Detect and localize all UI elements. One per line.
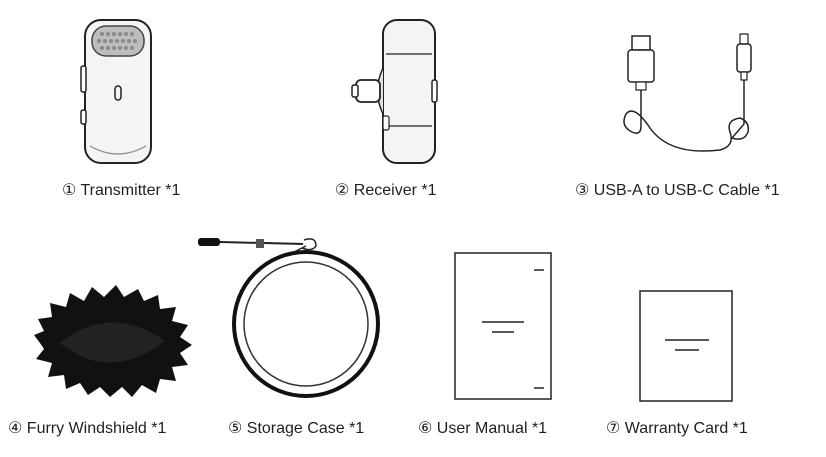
item-label: ② Receiver *1 (335, 182, 437, 199)
item-label: ⑦ Warranty Card *1 (606, 420, 748, 437)
warranty-card-icon (639, 290, 733, 402)
item-label: ③ USB-A to USB-C Cable *1 (575, 182, 780, 199)
storage-case-icon (198, 238, 380, 398)
item-label: ⑥ User Manual *1 (418, 420, 548, 437)
usb-cable-icon (623, 33, 752, 152)
transmitter-icon (80, 19, 152, 164)
receiver-icon (351, 19, 438, 164)
furry-windshield-icon (34, 285, 192, 397)
item-label: ④ Furry Windshield *1 (8, 420, 167, 437)
item-label: ⑤ Storage Case *1 (228, 420, 365, 437)
user-manual-icon (454, 252, 552, 400)
item-label: ① Transmitter *1 (62, 182, 181, 199)
